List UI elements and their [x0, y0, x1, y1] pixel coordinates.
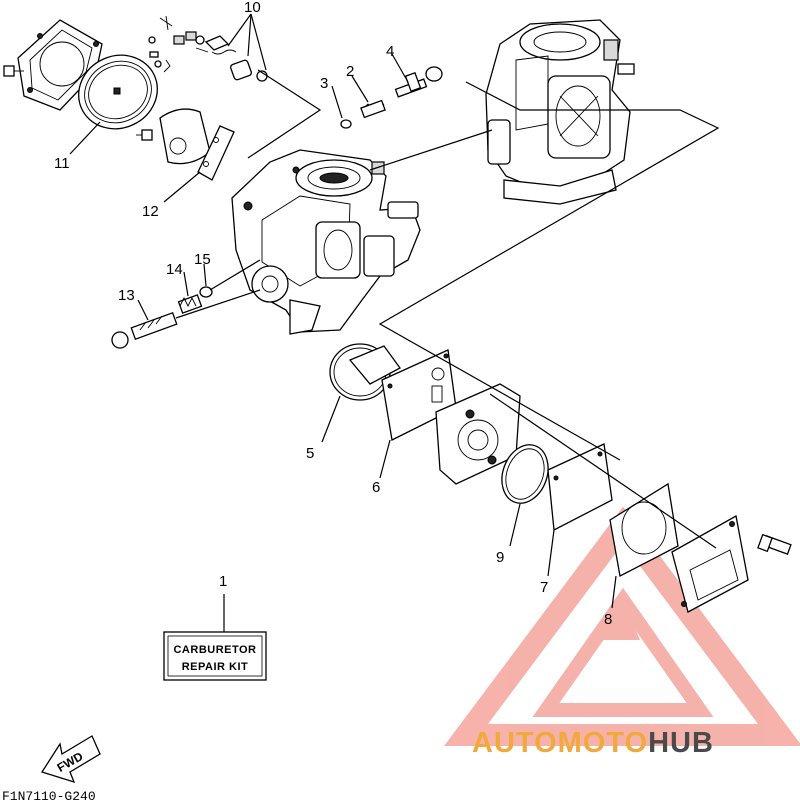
gasket-strip	[197, 125, 235, 181]
callout-13: 13	[118, 287, 135, 304]
repair-kit-line1: CARBURETOR	[173, 644, 256, 656]
spring-2	[360, 99, 386, 119]
callout-2: 2	[346, 63, 354, 80]
watermark-part2: HUB	[648, 727, 714, 759]
callout-6: 6	[372, 479, 380, 496]
gasket-plate-7	[547, 443, 613, 532]
callout-3: 3	[320, 75, 328, 92]
repair-kit-line2: REPAIR KIT	[182, 661, 249, 673]
o-ring-15	[199, 286, 213, 298]
carburetor-secondary-body	[485, 19, 635, 205]
callout-12: 12	[142, 203, 159, 220]
small-parts-cluster	[148, 15, 268, 82]
callout-11: 11	[54, 155, 70, 172]
watermark-part1: AUTOMOTO	[472, 727, 648, 759]
gasket-8	[609, 482, 679, 577]
pump-cover	[671, 514, 749, 613]
callout-14: 14	[166, 261, 183, 278]
o-ring-9	[501, 444, 549, 504]
svg-text:AUTOMOTOHUB: AUTOMOTOHUB	[472, 727, 714, 759]
callout-5: 5	[306, 445, 314, 462]
callout-labels: 10 3 2 4 11 12 13 14 15 5 6 9 7 8 1	[54, 0, 612, 628]
callout-9: 9	[496, 549, 504, 566]
callout-8: 8	[604, 611, 612, 628]
assembly-lines	[175, 69, 720, 549]
jet-screw-4	[394, 66, 443, 98]
callout-7: 7	[540, 579, 548, 596]
cover-screw	[3, 65, 24, 77]
watermark-text: AUTOMOTOHUB	[472, 727, 714, 759]
callout-leaders	[69, 13, 617, 632]
o-ring-3	[340, 119, 352, 129]
spring-14	[177, 294, 203, 314]
callout-1: 1	[219, 573, 227, 590]
callout-15: 15	[194, 251, 211, 268]
gasket-5	[329, 343, 401, 401]
fwd-arrow: FWD	[40, 735, 101, 784]
float-chamber-part	[136, 108, 211, 165]
carburetor-main-body	[231, 149, 421, 335]
pilot-screw-13	[111, 312, 178, 349]
repair-kit-label: CARBURETOR REPAIR KIT	[163, 631, 267, 681]
diaphragm	[78, 54, 158, 130]
watermark-logo	[444, 506, 800, 746]
callout-10: 10	[244, 0, 261, 16]
diagram-code: F1N7110-G240	[2, 789, 96, 803]
callout-4: 4	[386, 43, 394, 60]
cover-bolt	[757, 533, 792, 555]
